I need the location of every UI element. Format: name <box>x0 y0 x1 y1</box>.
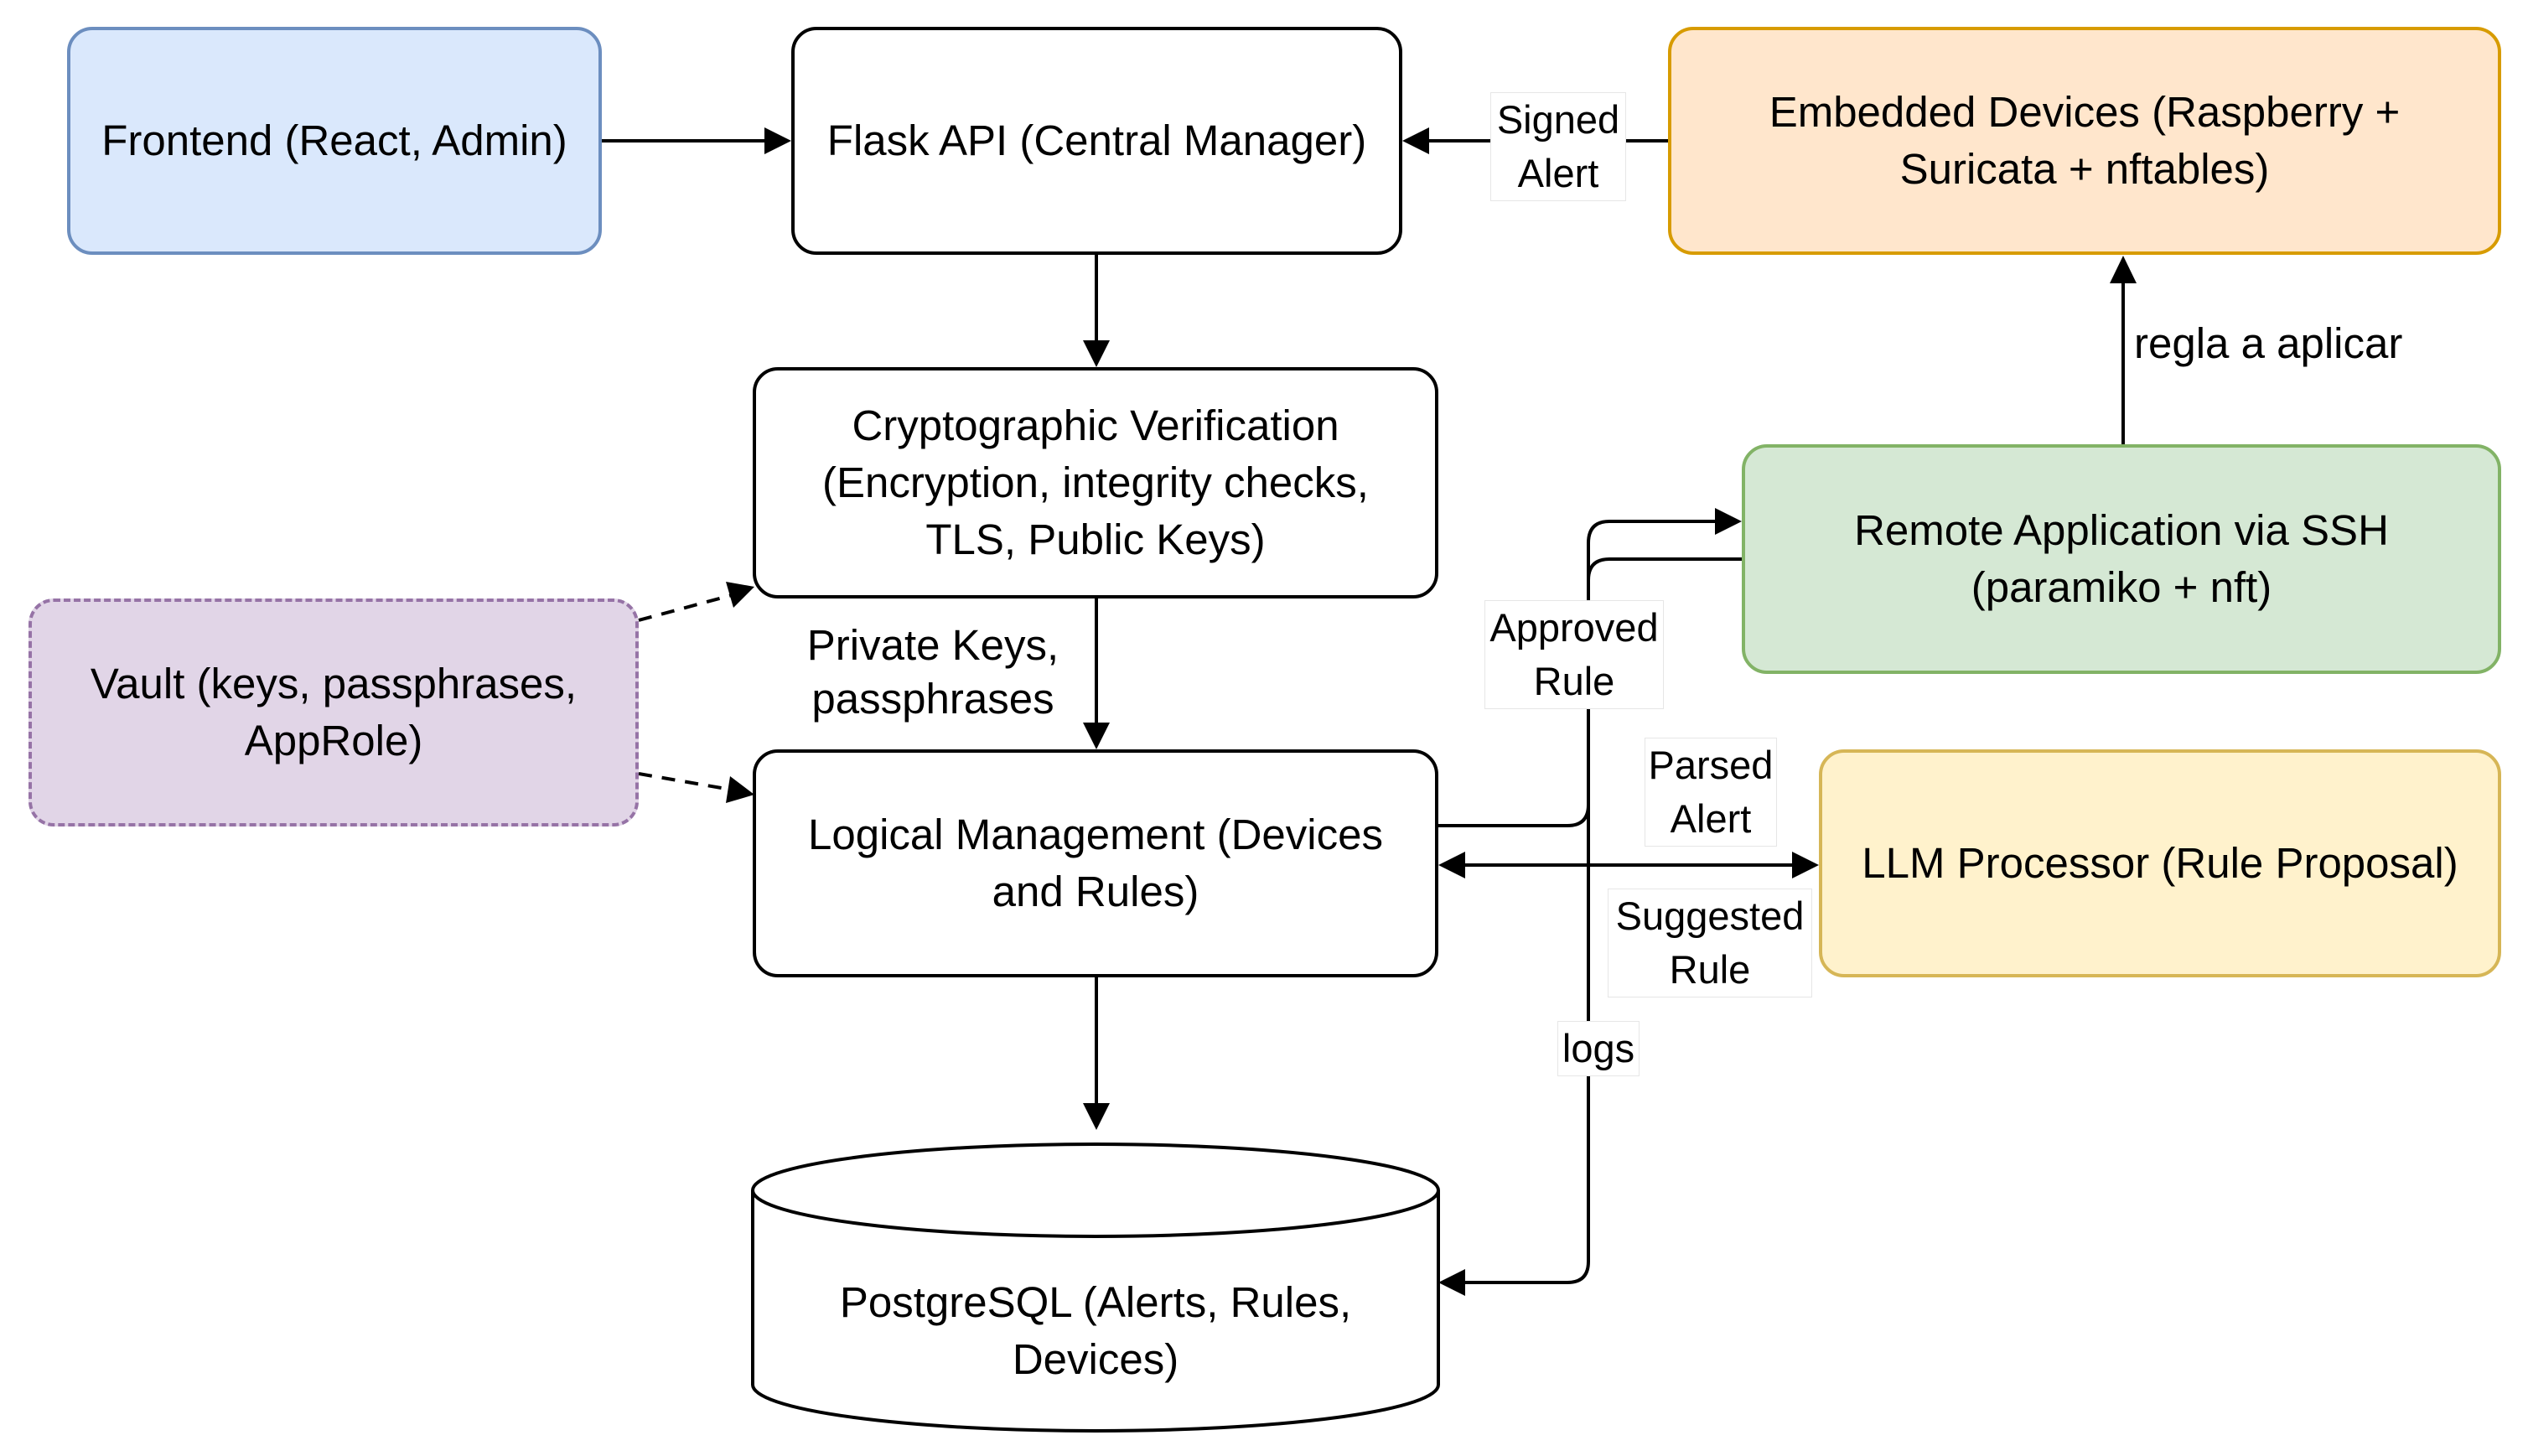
arrowhead-crypto-left <box>726 582 754 608</box>
edge-label-logs: logs <box>1557 1021 1640 1076</box>
arrowhead-postgres-top <box>1083 1103 1110 1130</box>
edge-label-private-keys: Private Keys, passphrases <box>806 621 1059 723</box>
postgres-cylinder-top <box>751 1143 1440 1238</box>
edge-remote-to-postgres <box>1465 557 1742 1284</box>
arrowhead-logical-top <box>1083 723 1110 749</box>
vault-node[interactable]: Vault (keys, passphrases, AppRole) <box>28 598 639 826</box>
llm-processor-node[interactable]: LLM Processor (Rule Proposal) <box>1819 749 2501 977</box>
arrowhead-llm-left <box>1792 852 1819 878</box>
edge-label-approved-rule: Approved Rule <box>1484 600 1664 709</box>
postgres-node-label[interactable]: PostgreSQL (Alerts, Rules, Devices) <box>839 1278 1352 1383</box>
arrowhead-flask-left <box>764 127 791 154</box>
frontend-node[interactable]: Frontend (React, Admin) <box>67 27 602 255</box>
arrowhead-logical-left <box>726 776 754 803</box>
edge-vault-to-logical <box>638 772 732 791</box>
edge-vault-to-crypto <box>638 593 733 622</box>
arrowhead-embedded-bottom <box>2110 256 2137 283</box>
arrowhead-flask-right <box>1402 127 1429 154</box>
postgres-cylinder-body <box>751 1190 1440 1433</box>
arrowhead-remote-left <box>1715 508 1742 535</box>
edge-label-signed-alert: Signed Alert <box>1490 92 1626 201</box>
edge-label-regla-a-aplicar: regla a aplicar <box>2134 317 2422 370</box>
arrowhead-postgres-right <box>1438 1269 1465 1296</box>
logical-management-node[interactable]: Logical Management (Devices and Rules) <box>753 749 1438 977</box>
edge-label-suggested-rule: Suggested Rule <box>1608 889 1812 997</box>
flask-api-node[interactable]: Flask API (Central Manager) <box>791 27 1402 255</box>
arrowhead-logical-right <box>1438 852 1465 878</box>
crypto-verification-node[interactable]: Cryptographic Verification (Encryption, … <box>753 367 1438 598</box>
embedded-devices-node[interactable]: Embedded Devices (Raspberry + Suricata +… <box>1668 27 2501 255</box>
remote-ssh-node[interactable]: Remote Application via SSH (paramiko + n… <box>1742 444 2501 674</box>
edge-label-parsed-alert: Parsed Alert <box>1645 738 1777 847</box>
arrowhead-crypto-top <box>1083 340 1110 367</box>
